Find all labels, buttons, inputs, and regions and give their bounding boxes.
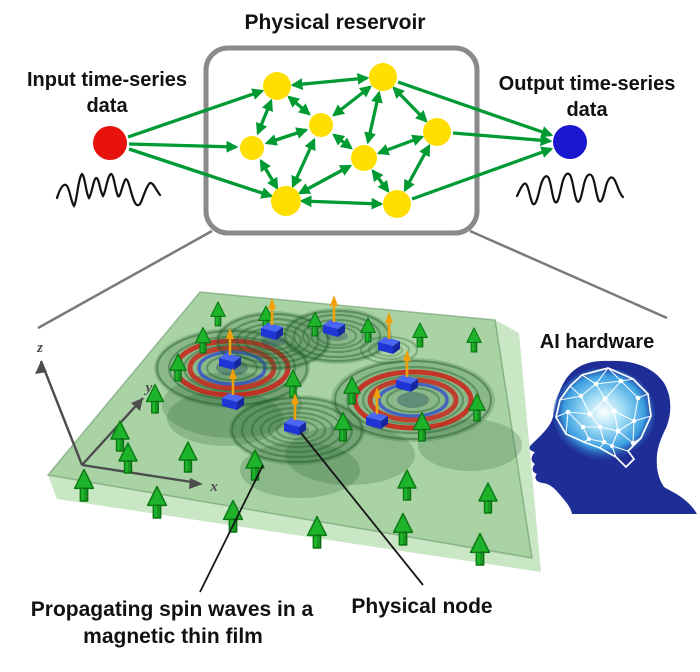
reservoir-node [271, 186, 301, 216]
reservoir-title: Physical reservoir [245, 11, 426, 34]
coordinate-axes: z y x [35, 340, 218, 495]
input-node [93, 126, 127, 160]
captions: Propagating spin waves in a magnetic thi… [31, 595, 493, 648]
spin-wave-caption-line2: magnetic thin film [83, 625, 263, 648]
leader-spin-waves [199, 464, 264, 593]
reservoir-node [240, 136, 264, 160]
input-waveform [55, 172, 162, 208]
brain-glow [553, 368, 655, 460]
spin-wave-caption-line1: Propagating spin waves in a [31, 598, 314, 621]
input-label-line1: Input time-series [27, 69, 187, 91]
output-node [553, 125, 587, 159]
reservoir-node [351, 145, 377, 171]
leader-physical-node [300, 432, 424, 586]
reservoir-node [309, 113, 333, 137]
input-group: Input time-series data [27, 69, 187, 208]
ai-hardware-label: AI hardware [540, 331, 654, 353]
reservoir-panel: Physical reservoir Input time-series dat… [27, 11, 676, 330]
brain-network [555, 367, 652, 469]
output-group: Output time-series data [499, 73, 676, 206]
funnel-line-right [469, 229, 668, 320]
output-waveform [515, 172, 625, 206]
output-label-line2: data [566, 99, 608, 121]
axis-label-z: z [36, 340, 43, 356]
reservoir-edges [127, 72, 554, 210]
ai-hardware-group: AI hardware [529, 331, 697, 514]
reservoir-node [383, 190, 411, 218]
axis-label-x: x [209, 479, 218, 495]
funnel-line-left [37, 229, 213, 330]
input-label-line2: data [86, 95, 128, 117]
film-scene: z y x [35, 291, 541, 593]
reservoir-nodes [240, 63, 451, 218]
output-label-line1: Output time-series [499, 73, 676, 95]
reservoir-node [263, 72, 291, 100]
physical-node-caption: Physical node [351, 595, 492, 618]
reservoir-node [369, 63, 397, 91]
reservoir-node [423, 118, 451, 146]
axis-label-y: y [144, 380, 153, 396]
